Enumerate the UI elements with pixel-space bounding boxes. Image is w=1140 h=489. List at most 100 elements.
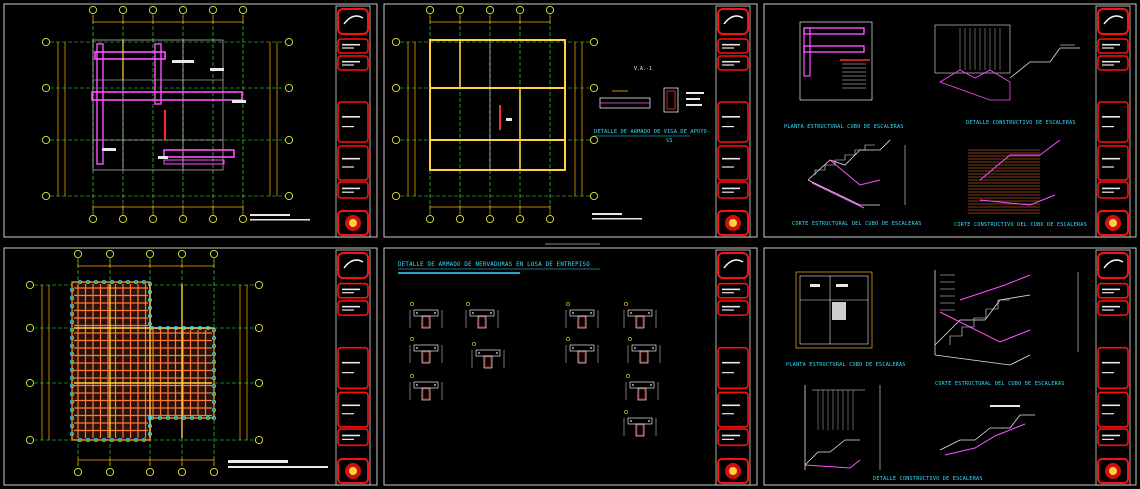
axis-bubble <box>118 214 128 224</box>
axis-bubble <box>145 467 155 477</box>
column-marker <box>205 415 210 420</box>
axis-bubble <box>73 249 83 259</box>
column-marker <box>147 415 152 420</box>
logo-box <box>337 210 369 236</box>
caption-stair-structural-section: CORTE ESTRUCTURAL DEL CUBO DE ESCALERAS <box>792 221 922 227</box>
section-marker <box>626 374 630 378</box>
column-marker <box>70 399 75 404</box>
caption-stair-plan: PLANTA ESTRUCTURAL CUBO DE ESCALERAS <box>784 124 904 130</box>
title-block <box>335 5 371 238</box>
axis-bubble <box>515 5 525 15</box>
axis-bubble <box>455 5 465 15</box>
column-marker <box>70 319 75 324</box>
axis-bubble <box>284 135 294 145</box>
caption-stair-constructive-detail-2: DETALLE CONSTRUCTIVO DE ESCALERAS <box>873 476 983 482</box>
column-marker <box>205 325 210 330</box>
column-marker <box>94 279 99 284</box>
column-marker <box>86 279 91 284</box>
column-marker <box>211 399 216 404</box>
column-marker <box>110 279 115 284</box>
caption-stair-structural-section-2: CORTE ESTRUCTURAL DEL CUBO DE ESCALERAS <box>935 381 1065 387</box>
axis-bubble <box>254 378 264 388</box>
column-marker <box>173 415 178 420</box>
column-marker <box>173 325 178 330</box>
column-marker <box>211 343 216 348</box>
sheet-2-frame <box>383 3 758 238</box>
axis-bubble <box>589 83 599 93</box>
caption-stair-constructive-detail: DETALLE CONSTRUCTIVO DE ESCALERAS <box>966 120 1076 126</box>
axis-bubble <box>209 467 219 477</box>
axis-bubble <box>178 5 188 15</box>
axis-bubble <box>177 249 187 259</box>
axis-bubble <box>88 5 98 15</box>
column-marker <box>211 375 216 380</box>
column-marker <box>197 415 202 420</box>
axis-bubble <box>391 83 401 93</box>
sheet-6-stair-sheet: PLANTA ESTRUCTURAL CUBO DE ESCALERAS COR… <box>786 270 1079 482</box>
logo-box <box>717 458 749 484</box>
column-marker <box>78 437 83 442</box>
column-marker <box>133 437 138 442</box>
caption-stair-plan-2: PLANTA ESTRUCTURAL CUBO DE ESCALERAS <box>786 362 906 368</box>
axis-bubble <box>73 467 83 477</box>
section-marker <box>624 302 628 306</box>
caption-beam-detail-sub: SS <box>666 138 673 144</box>
caption-stair-constructive-section: CORTE CONSTRUCTIVO DEL CUBO DE ESCALERAS <box>954 222 1087 228</box>
column-marker <box>70 431 75 436</box>
sheet-1-structural-plan <box>41 5 310 224</box>
axis-bubble <box>485 5 495 15</box>
column-marker <box>70 343 75 348</box>
column-marker <box>147 289 152 294</box>
column-marker <box>70 423 75 428</box>
axis-bubble <box>88 214 98 224</box>
sheet-5-rib-details: DETALLE DE ARMADO DE NERVADURAS EN LOSA … <box>398 262 661 437</box>
axis-bubble <box>545 214 555 224</box>
column-marker <box>165 325 170 330</box>
column-marker <box>157 415 162 420</box>
column-marker <box>78 279 83 284</box>
column-marker <box>86 437 91 442</box>
column-marker <box>70 311 75 316</box>
column-marker <box>70 359 75 364</box>
column-marker <box>147 297 152 302</box>
sheet-3-stair-details: PLANTA ESTRUCTURAL CUBO DE ESCALERAS DET… <box>784 21 1087 228</box>
axis-bubble <box>238 5 248 15</box>
axis-bubble <box>391 191 401 201</box>
caption-rib-details: DETALLE DE ARMADO DE NERVADURAS EN LOSA … <box>398 262 590 268</box>
rib-section <box>623 410 657 437</box>
axis-bubble <box>545 5 555 15</box>
column-marker <box>126 279 131 284</box>
axis-bubble <box>41 191 51 201</box>
column-marker <box>133 279 138 284</box>
section-marker <box>410 337 414 341</box>
column-marker <box>147 313 152 318</box>
column-marker <box>211 335 216 340</box>
sheet-5-frame <box>383 247 758 486</box>
column-marker <box>70 367 75 372</box>
axis-bubble <box>177 467 187 477</box>
axis-bubble <box>238 214 248 224</box>
axis-bubble <box>118 5 128 15</box>
axis-bubble <box>284 83 294 93</box>
column-marker <box>147 321 152 326</box>
section-marker <box>624 410 628 414</box>
slab-beam <box>91 91 243 101</box>
axis-bubble <box>148 5 158 15</box>
title-block <box>1095 5 1131 238</box>
axis-bubble <box>25 323 35 333</box>
axis-bubble <box>41 37 51 47</box>
column-marker <box>149 415 154 420</box>
sheet-4-waffle-slab-plan <box>25 249 328 477</box>
section-marker <box>628 337 632 341</box>
slab-beam <box>163 159 225 165</box>
title-block <box>715 249 751 486</box>
axis-bubble <box>589 191 599 201</box>
axis-bubble <box>209 249 219 259</box>
column-marker <box>211 367 216 372</box>
slab-beam <box>94 51 166 60</box>
axis-bubble <box>178 214 188 224</box>
title-block <box>1095 249 1131 486</box>
axis-bubble <box>284 191 294 201</box>
column-marker <box>141 437 146 442</box>
